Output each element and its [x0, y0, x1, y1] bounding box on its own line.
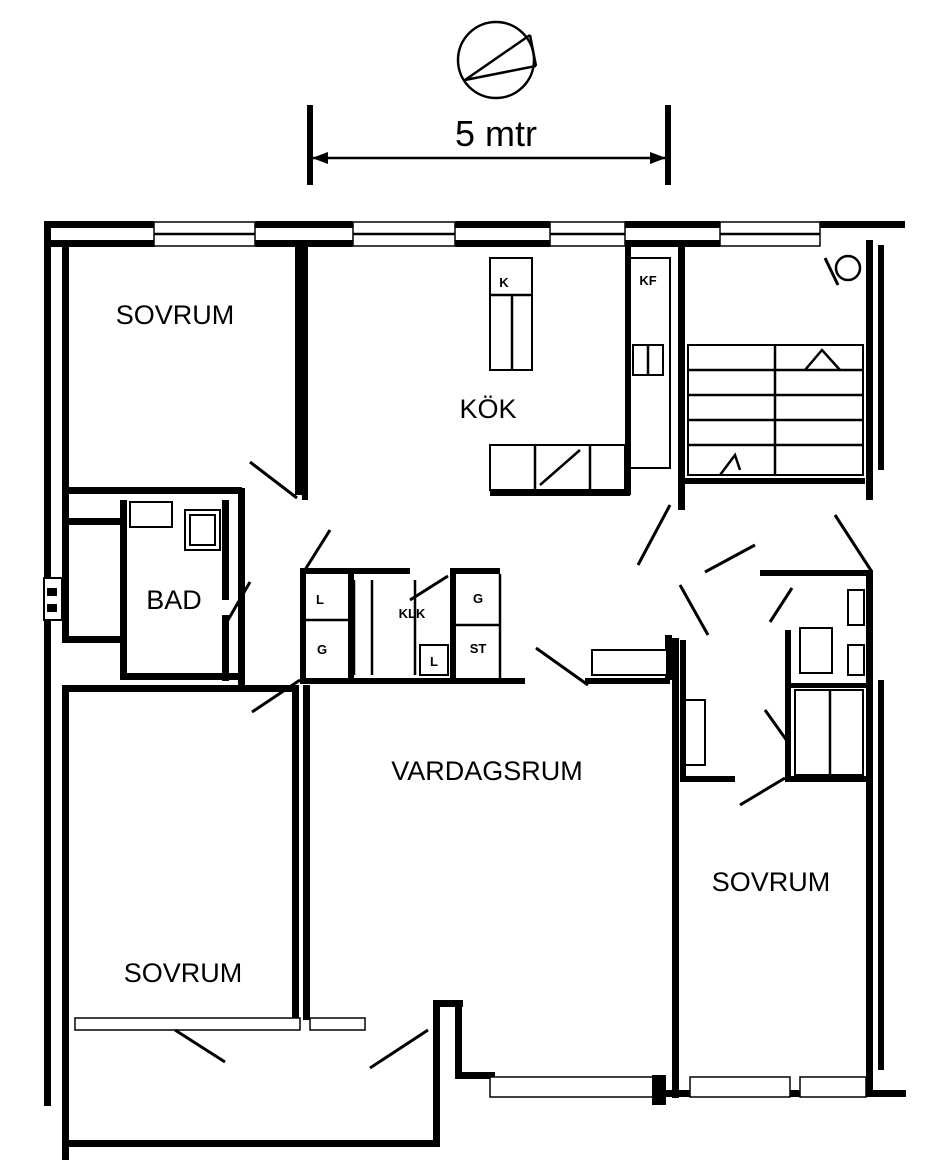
room-label-sovrum-bottom-left: SOVRUM — [124, 958, 243, 988]
closet-klk-label: KLK — [399, 606, 426, 621]
room-label-sovrum-right: SOVRUM — [712, 867, 831, 897]
room-label-sovrum-top-left: SOVRUM — [116, 300, 235, 330]
scale-bar — [307, 105, 671, 185]
fridge-label: K — [499, 275, 509, 290]
closet-l-label-1: L — [316, 592, 324, 607]
door-swings — [174, 460, 874, 1070]
scale-label: 5 mtr — [455, 113, 537, 154]
closet-l-label-2: L — [430, 654, 438, 669]
wc-fixtures — [684, 589, 865, 776]
north-arrow-icon — [456, 20, 538, 100]
kitchen-fixtures — [489, 257, 671, 491]
closet-g-label-1: G — [317, 642, 327, 657]
bath-fixtures — [129, 501, 221, 551]
interior-walls — [62, 245, 870, 1098]
closet-fixtures — [306, 574, 668, 678]
room-label-bad: BAD — [146, 585, 202, 615]
fridge-freezer-label: KF — [639, 273, 656, 288]
closet-st-label: ST — [470, 641, 487, 656]
room-label-kok: KÖK — [459, 394, 516, 424]
closet-g-label-2: G — [473, 591, 483, 606]
room-label-vardagsrum: VARDAGSRUM — [391, 756, 583, 786]
staircase — [687, 254, 864, 476]
outer-walls — [43, 221, 906, 1160]
